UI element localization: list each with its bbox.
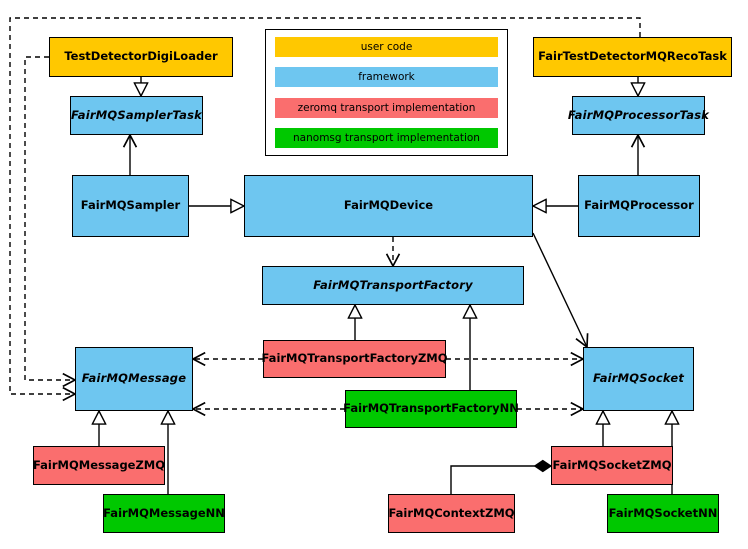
class-node-fairmqtransportfactory[interactable]: FairMQTransportFactory (262, 266, 524, 305)
legend-item-nanomsg: nanomsg transport implementation (275, 127, 498, 148)
class-node-fairmqmessagezmq[interactable]: FairMQMessageZMQ (33, 446, 165, 485)
class-node-fairtestdetectormqrecotask[interactable]: FairTestDetectorMQRecoTask (533, 37, 732, 77)
class-node-fairmqsocketnn[interactable]: FairMQSocketNN (607, 494, 719, 533)
legend-item-zeromq: zeromq transport implementation (275, 97, 498, 118)
legend-panel: user code framework zeromq transport imp… (265, 29, 508, 156)
class-node-fairmqdevice[interactable]: FairMQDevice (244, 175, 533, 237)
class-node-fairmqsamplertask[interactable]: FairMQSamplerTask (70, 96, 203, 135)
class-node-fairmqprocessortask[interactable]: FairMQProcessorTask (568, 96, 709, 135)
legend-item-framework: framework (275, 67, 498, 88)
class-node-fairmqmessagenn[interactable]: FairMQMessageNN (103, 494, 225, 533)
class-node-fairmqtransportfactorynn[interactable]: FairMQTransportFactoryNN (343, 390, 519, 428)
class-node-testdetectordigiloader[interactable]: TestDetectorDigiLoader (49, 37, 233, 77)
class-node-fairmqtransportfactoryzmq[interactable]: FairMQTransportFactoryZMQ (262, 340, 448, 378)
class-node-fairmqprocessor[interactable]: FairMQProcessor (578, 175, 700, 237)
class-node-fairmqmessage[interactable]: FairMQMessage (75, 347, 193, 411)
legend-item-user-code: user code (275, 37, 498, 57)
class-node-fairmqsocketzmq[interactable]: FairMQSocketZMQ (551, 446, 673, 485)
class-node-fairmqsocket[interactable]: FairMQSocket (583, 347, 694, 411)
class-node-fairmqcontextzmq[interactable]: FairMQContextZMQ (388, 494, 515, 533)
class-node-fairmqsampler[interactable]: FairMQSampler (72, 175, 189, 237)
